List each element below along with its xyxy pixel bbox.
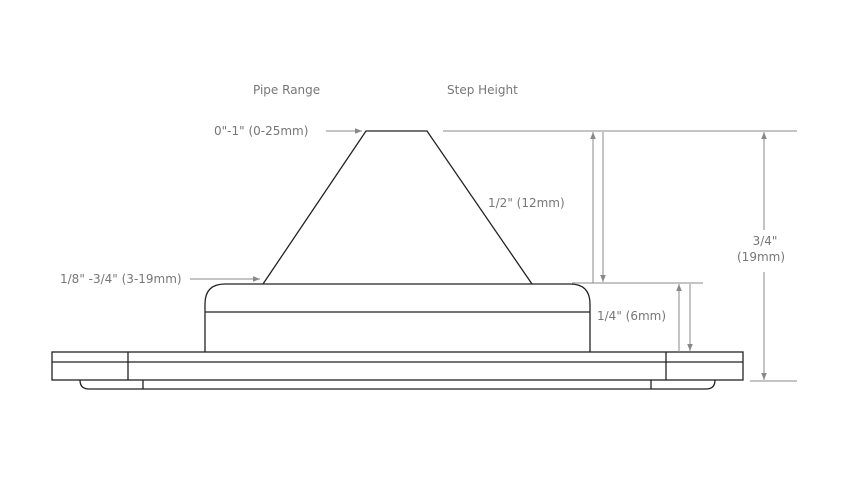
cone-height-label: 1/2" (12mm) [488,196,565,210]
dimension-lines [190,128,797,382]
product-outline [51,130,744,390]
step-body [204,283,591,352]
bottom-lip [79,379,716,390]
top-range-label: 0"-1" (0-25mm) [214,124,309,138]
cone [262,130,533,285]
step-height-label: 1/4" (6mm) [597,309,667,323]
step-height-heading: Step Height [447,83,518,97]
base-plate [51,351,744,381]
pipe-range-heading: Pipe Range [253,83,321,97]
total-height-in-label: 3/4" [752,234,778,248]
bottom-range-label: 1/8" -3/4" (3-19mm) [60,272,182,286]
total-height-mm-label: (19mm) [737,250,786,264]
